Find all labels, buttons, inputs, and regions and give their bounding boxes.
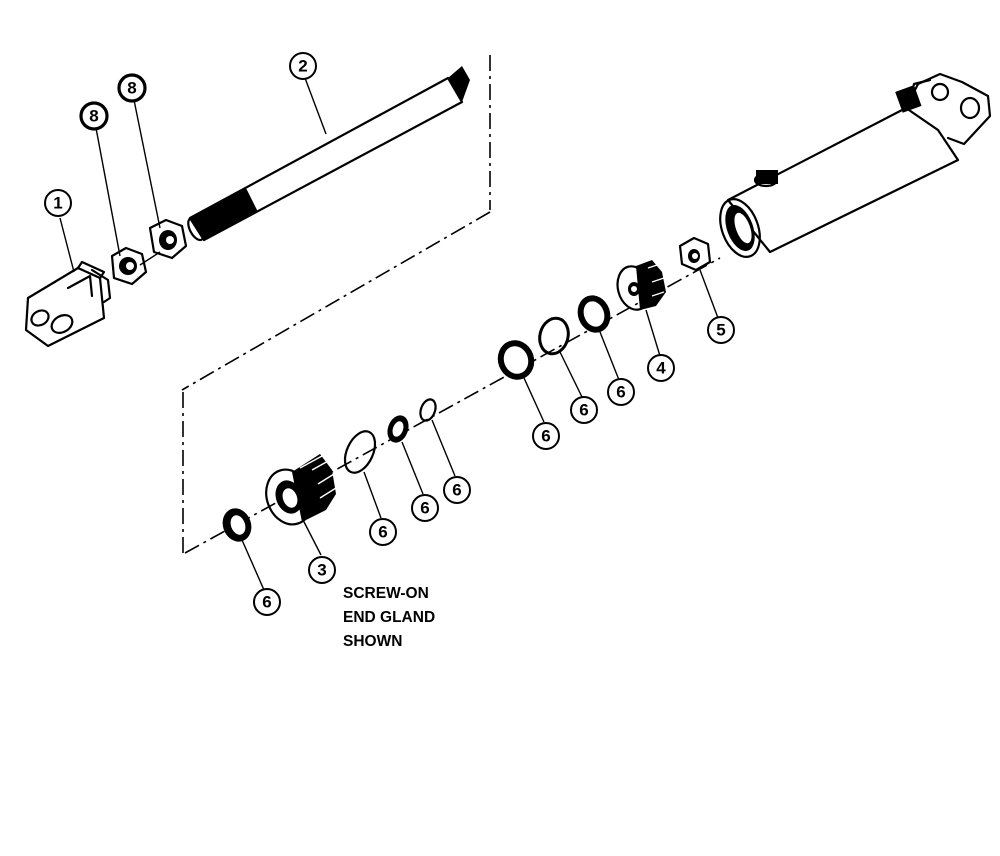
callout-8b-label: 8 (127, 79, 136, 98)
note-line-3: SHOWN (343, 633, 402, 650)
seal-ring-a (222, 508, 252, 542)
piston-part (616, 260, 666, 311)
callout-6d-label: 6 (452, 481, 461, 500)
callout-6-c: 6 (411, 494, 439, 522)
seal-ring-e (497, 340, 535, 380)
jam-nut-b-part (148, 218, 188, 260)
clevis-part (24, 260, 112, 348)
callout-6-d: 6 (443, 476, 471, 504)
seal-ring-g (577, 295, 611, 333)
callout-6-g: 6 (607, 378, 635, 406)
callout-6g-label: 6 (616, 383, 625, 402)
callout-2: 2 (289, 52, 317, 80)
callout-8-a: 8 (79, 101, 109, 131)
callout-6c-label: 6 (420, 499, 429, 518)
piston-rod-part (187, 66, 470, 242)
callout-8-b: 8 (117, 73, 147, 103)
seal-ring-c (387, 415, 409, 443)
callout-3-label: 3 (317, 561, 326, 580)
callout-6f-label: 6 (579, 401, 588, 420)
seal-ring-b (343, 430, 377, 474)
callout-6e-label: 6 (541, 427, 550, 446)
callout-6-e: 6 (532, 422, 560, 450)
note-line-1: SCREW-ON (343, 585, 429, 602)
gland-note: SCREW-ON END GLAND SHOWN (343, 585, 435, 650)
callout-8a-label: 8 (89, 107, 98, 126)
seal-ring-f (538, 316, 570, 356)
leader-lines (59, 77, 719, 591)
callout-1-label: 1 (53, 194, 62, 213)
callout-1: 1 (44, 189, 72, 217)
callout-3: 3 (308, 556, 336, 584)
seal-ring-d (419, 398, 437, 422)
callout-6-a: 6 (253, 588, 281, 616)
jam-nut-a-part (110, 246, 148, 286)
note-line-2: END GLAND (343, 609, 435, 626)
callout-6a-label: 6 (262, 593, 271, 612)
callout-4: 4 (647, 354, 675, 382)
callout-5: 5 (707, 316, 735, 344)
piston-nut-part (678, 236, 712, 272)
callout-6-f: 6 (570, 396, 598, 424)
callout-5-label: 5 (716, 321, 725, 340)
callout-6-b: 6 (369, 518, 397, 546)
end-gland-part (265, 454, 337, 526)
callout-4-label: 4 (656, 359, 666, 378)
centerline-guides (139, 55, 721, 554)
callout-6b-label: 6 (378, 523, 387, 542)
cylinder-barrel-part (719, 72, 992, 258)
callout-2-label: 2 (298, 57, 307, 76)
